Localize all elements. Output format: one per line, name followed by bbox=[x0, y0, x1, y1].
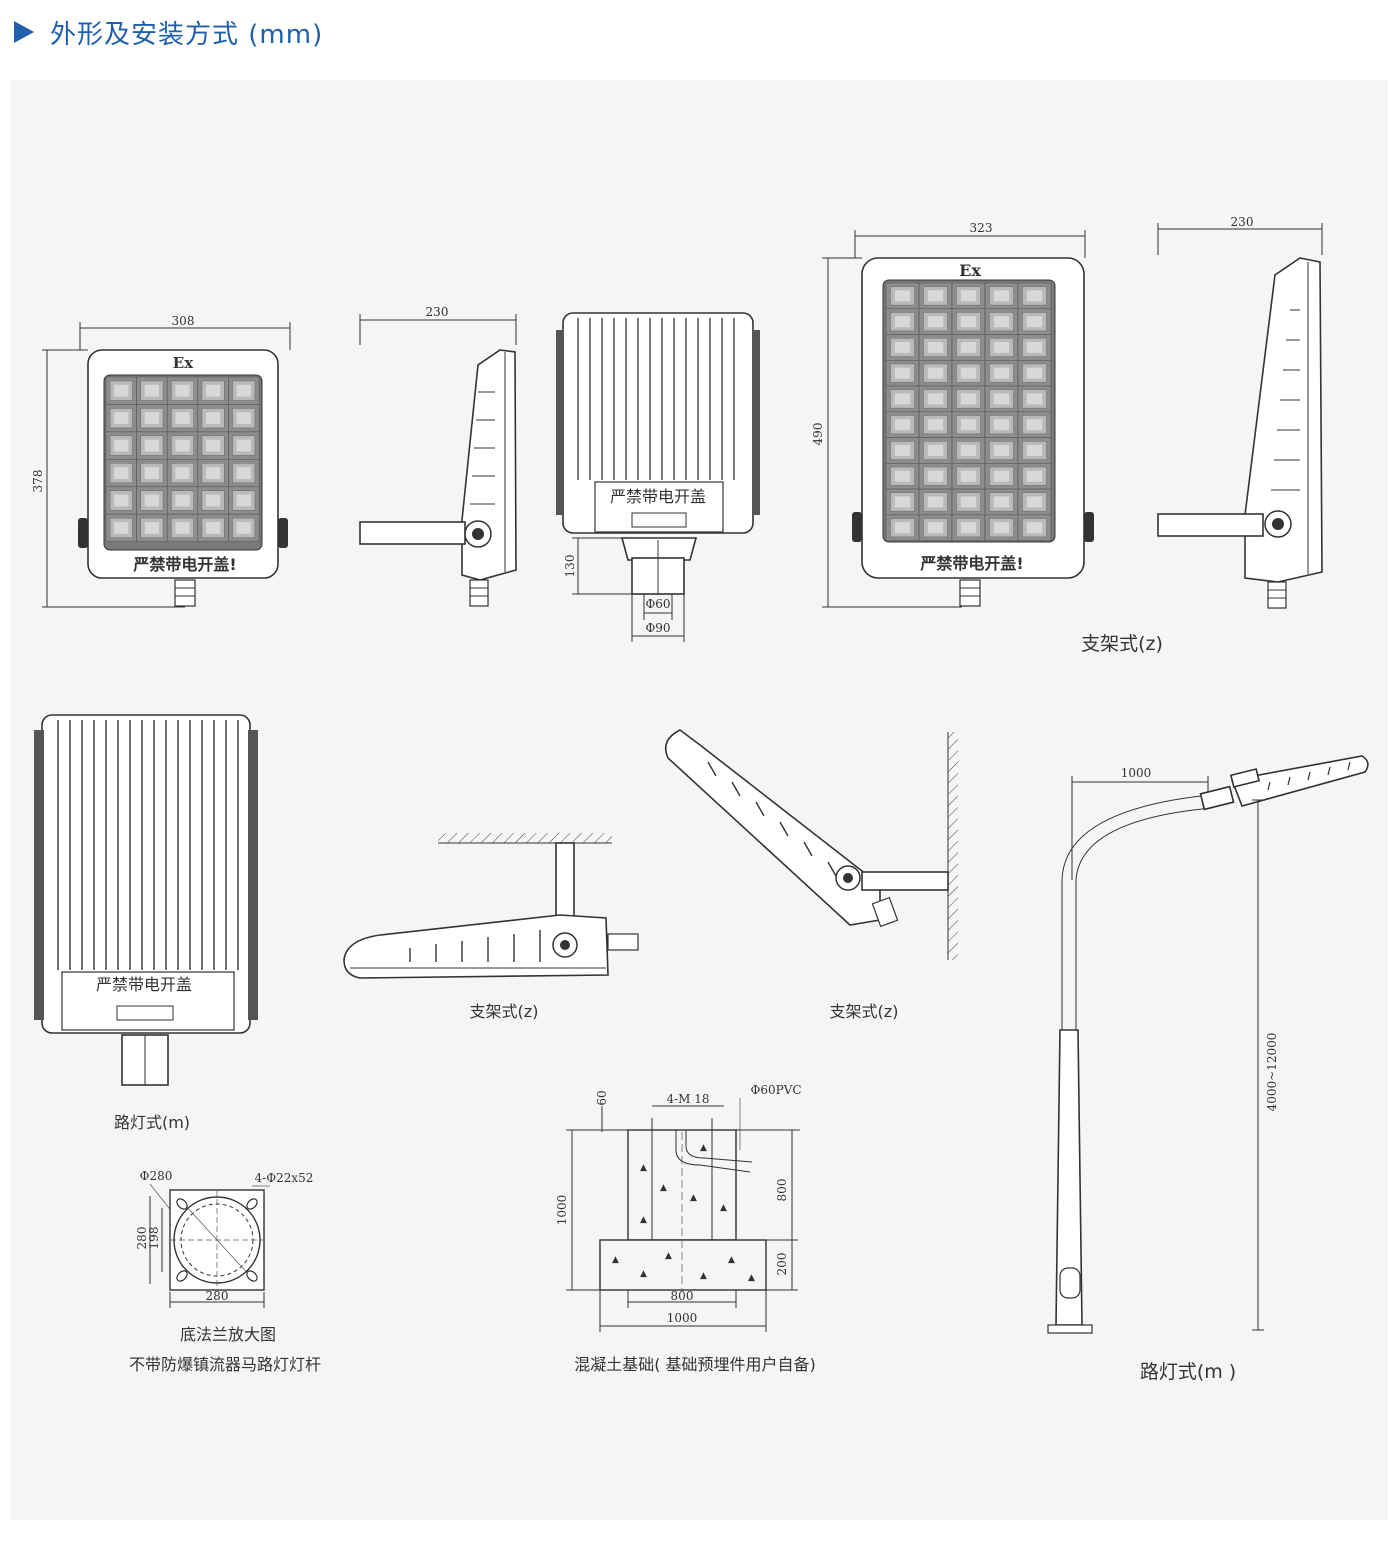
front-view-large: 323 490 Ex 严禁带电开盖! bbox=[811, 221, 1094, 608]
ex-mark: Ex bbox=[959, 261, 981, 280]
side-view-large: 230 支架式(z) bbox=[1081, 215, 1323, 655]
pole-view: 1000 4000~12000 路灯式(m ) bbox=[1047, 755, 1369, 1383]
dim-flange-inner-b: 198 bbox=[147, 1227, 161, 1250]
dim-flange-inner-a: 280 bbox=[135, 1227, 149, 1250]
dim-pvc: Φ60PVC bbox=[750, 1083, 801, 1097]
dim-flange-holes: 4-Φ22x52 bbox=[255, 1171, 314, 1185]
side-view-small: 230 bbox=[359, 305, 517, 607]
section-header: 外形及安装方式 (mm) bbox=[14, 14, 323, 50]
dim-height: 490 bbox=[811, 423, 825, 446]
svg-text:▲: ▲ bbox=[612, 1255, 619, 1265]
flange-view: Φ280 4-Φ22x52 280 280 198 底法兰放大图 不带防爆镇流器… bbox=[129, 1169, 321, 1374]
pole-caption: 路灯式(m ) bbox=[1140, 1361, 1236, 1383]
dim-height-total: 1000 bbox=[555, 1195, 569, 1226]
foundation-caption: 混凝土基础( 基础预埋件用户自备) bbox=[574, 1355, 816, 1374]
triangle-bullet-icon bbox=[14, 21, 34, 43]
svg-text:▲: ▲ bbox=[640, 1163, 647, 1173]
dim-bolts: 4-M 18 bbox=[666, 1092, 709, 1106]
dim-width-upper: 800 bbox=[671, 1289, 694, 1303]
svg-text:▲: ▲ bbox=[640, 1215, 647, 1225]
dim-height: 378 bbox=[31, 470, 45, 493]
front-view-small: 308 378 Ex 严禁带电开盖! bbox=[31, 314, 291, 608]
street-back-view: 严禁带电开盖 路灯式(m) bbox=[34, 714, 258, 1132]
warning-label: 严禁带电开盖! bbox=[919, 554, 1023, 573]
dim-stub-height: 130 bbox=[563, 555, 577, 578]
back-view-small: 严禁带电开盖 130 Φ60 Φ90 bbox=[556, 312, 760, 642]
dim-flange-diameter: Φ280 bbox=[140, 1169, 173, 1183]
bracket-caption: 支架式(z) bbox=[1081, 633, 1163, 655]
warning-label: 严禁带电开盖! bbox=[132, 555, 236, 574]
section-title: 外形及安装方式 (mm) bbox=[50, 19, 324, 50]
warning-label: 严禁带电开盖 bbox=[610, 487, 706, 506]
svg-text:▲: ▲ bbox=[700, 1143, 707, 1153]
svg-text:▲: ▲ bbox=[700, 1271, 707, 1281]
dim-depth: 230 bbox=[426, 305, 449, 319]
svg-text:▲: ▲ bbox=[728, 1255, 735, 1265]
dim-pole-height: 4000~12000 bbox=[1265, 1033, 1279, 1112]
ceiling-mount-view: 支架式(z) bbox=[343, 833, 639, 1021]
dim-arm: 1000 bbox=[1121, 766, 1152, 780]
dim-diameter-outer: Φ90 bbox=[645, 621, 670, 635]
dim-flange-side: 280 bbox=[206, 1289, 229, 1303]
svg-text:▲: ▲ bbox=[660, 1183, 667, 1193]
svg-text:▲: ▲ bbox=[720, 1203, 727, 1213]
dim-width-total: 1000 bbox=[667, 1311, 698, 1325]
dim-diameter-inner: Φ60 bbox=[645, 597, 670, 611]
svg-text:▲: ▲ bbox=[690, 1193, 697, 1203]
dim-width: 323 bbox=[970, 221, 993, 235]
wall-caption: 支架式(z) bbox=[830, 1002, 899, 1021]
dim-height-upper: 800 bbox=[775, 1179, 789, 1202]
ex-mark: Ex bbox=[173, 354, 194, 372]
warning-label: 严禁带电开盖 bbox=[96, 975, 192, 994]
flange-caption-2: 不带防爆镇流器马路灯灯杆 bbox=[129, 1355, 321, 1374]
dim-height-lower: 200 bbox=[775, 1253, 789, 1276]
svg-text:▲: ▲ bbox=[665, 1251, 672, 1261]
svg-text:▲: ▲ bbox=[640, 1269, 647, 1279]
dim-depth: 230 bbox=[1231, 215, 1254, 229]
wall-mount-view: 支架式(z) bbox=[664, 729, 958, 1021]
ceiling-caption: 支架式(z) bbox=[470, 1002, 539, 1021]
street-caption: 路灯式(m) bbox=[114, 1113, 190, 1132]
flange-caption: 底法兰放大图 bbox=[180, 1325, 276, 1344]
dim-top: 60 bbox=[595, 1090, 609, 1105]
foundation-view: 60 4-M 18 Φ60PVC ▲ ▲ ▲ ▲ ▲ ▲ ▲ ▲ ▲ ▲ ▲ ▲ 1000 80… bbox=[555, 1083, 816, 1374]
svg-text:▲: ▲ bbox=[748, 1273, 755, 1283]
dim-width: 308 bbox=[172, 314, 195, 328]
